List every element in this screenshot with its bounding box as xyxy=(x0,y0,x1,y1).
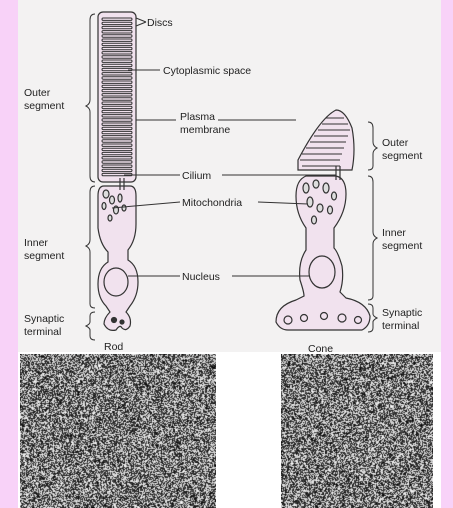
left-inner-brace xyxy=(86,186,95,308)
cone-outer-segment xyxy=(298,110,354,170)
label-left-inner-segment: segment xyxy=(24,250,64,262)
label-left-outer: Outer xyxy=(24,87,51,99)
photoreceptor-diagram: Discs Cytoplasmic space Plasma membrane … xyxy=(0,0,453,352)
label-plasma: Plasma xyxy=(180,111,215,123)
right-inner-brace xyxy=(368,176,377,300)
leader-lines xyxy=(112,18,336,276)
label-nucleus: Nucleus xyxy=(182,271,220,283)
right-outer-brace xyxy=(368,122,377,170)
label-cilium: Cilium xyxy=(182,170,211,182)
label-right-outer: Outer xyxy=(382,137,409,149)
label-right-inner-segment: segment xyxy=(382,240,422,252)
label-discs: Discs xyxy=(147,17,173,29)
label-rod: Rod xyxy=(104,341,123,352)
label-cone: Cone xyxy=(308,343,333,352)
label-left-terminal: terminal xyxy=(24,326,61,338)
cone-nucleus xyxy=(309,256,335,288)
label-left-inner: Inner xyxy=(24,237,48,249)
label-left-outer-segment: segment xyxy=(24,100,64,112)
label-right-terminal: terminal xyxy=(382,320,419,332)
label-left-synaptic: Synaptic xyxy=(24,313,64,325)
left-outer-brace xyxy=(86,14,95,182)
noise-image-right xyxy=(281,354,433,508)
cone-cell xyxy=(276,110,370,330)
label-right-inner: Inner xyxy=(382,227,406,239)
left-synaptic-brace xyxy=(86,312,95,340)
label-cytoplasmic-space: Cytoplasmic space xyxy=(163,65,251,77)
label-membrane: membrane xyxy=(180,124,230,136)
label-mitochondria: Mitochondria xyxy=(182,197,242,209)
rod-nucleus xyxy=(104,268,128,296)
noise-image-left xyxy=(20,354,216,508)
cone-inner-body xyxy=(276,176,370,330)
rod-cell xyxy=(98,12,138,330)
label-right-outer-segment: segment xyxy=(382,150,422,162)
label-right-synaptic: Synaptic xyxy=(382,307,422,319)
